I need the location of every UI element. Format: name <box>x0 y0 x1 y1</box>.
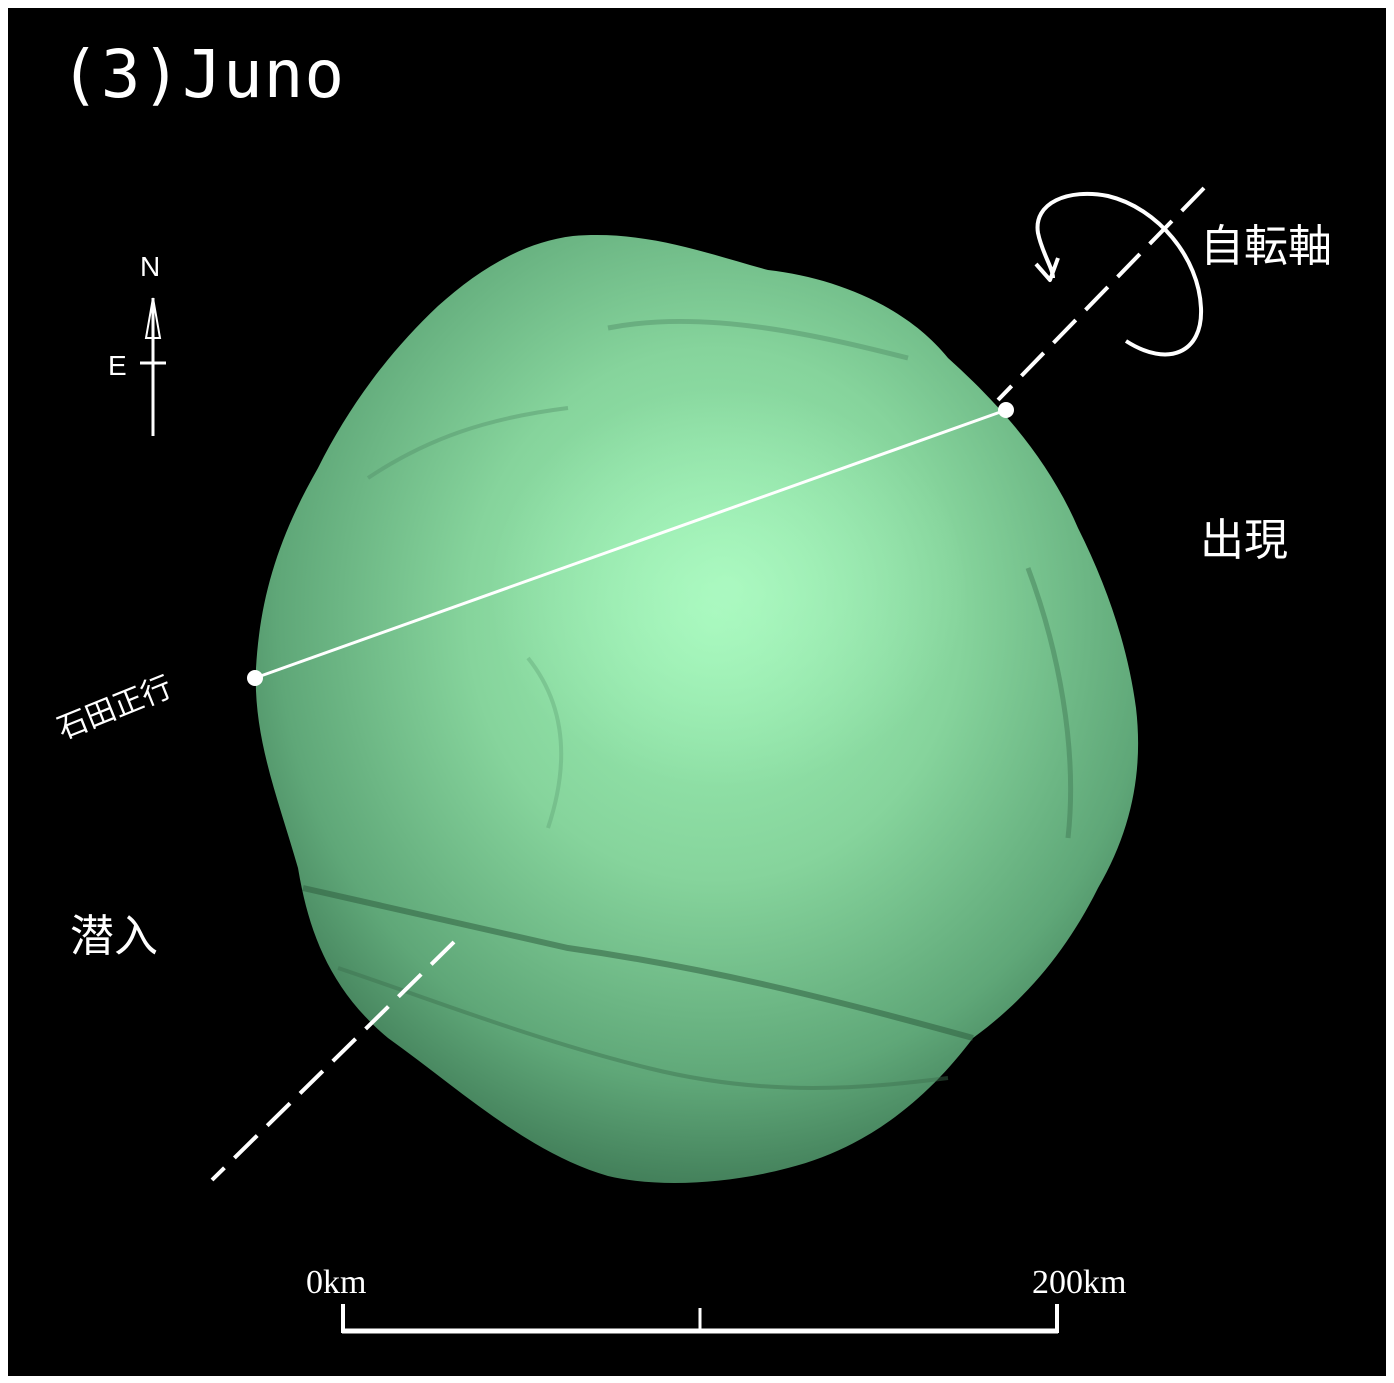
figure-canvas <box>140 186 1206 1334</box>
scale-start-label: 0km <box>306 1264 367 1301</box>
rotation-axis-lower <box>210 940 456 1182</box>
scale-bar <box>341 1304 1059 1334</box>
chord-disappearance-point <box>247 670 263 686</box>
chord-reappearance-point <box>998 402 1014 418</box>
rotation-axis-label: 自転軸 <box>1200 221 1332 272</box>
observation-chord <box>254 408 1007 680</box>
reappearance-label: 出現 <box>1200 515 1288 566</box>
asteroid-shape <box>255 235 1139 1183</box>
disappearance-label: 潜入 <box>70 911 158 962</box>
rotation-arrow-icon <box>1034 191 1204 357</box>
scale-end-label: 200km <box>1032 1264 1127 1301</box>
rotation-axis-upper <box>996 186 1206 402</box>
compass-icon <box>140 297 166 436</box>
compass-east-label: E <box>108 350 127 381</box>
occultation-figure: (3)Juno 自転軸 出現 潜入 石田正行 N E 0km 200km <box>8 8 1386 1376</box>
figure-title: (3)Juno <box>60 36 346 113</box>
compass-north-label: N <box>140 251 161 282</box>
